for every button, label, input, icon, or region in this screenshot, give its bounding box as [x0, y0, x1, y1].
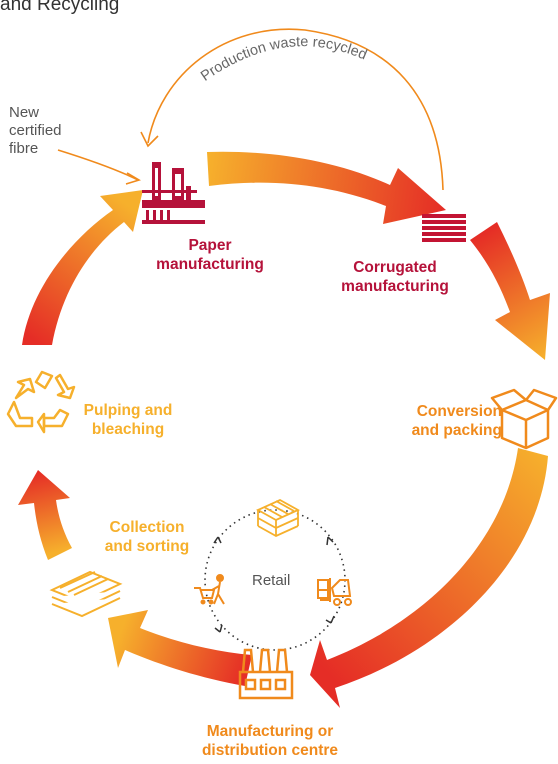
- stage-corrugated-label: Corrugated manufacturing: [320, 258, 470, 296]
- input-arrowhead: [125, 172, 141, 185]
- page-title: and Recycling: [0, 0, 120, 15]
- pallet-stack-icon: [256, 498, 300, 538]
- loop-label: Production waste recycled: [198, 34, 369, 84]
- input-note: New certified fibre: [9, 104, 62, 158]
- stage-label-line: Manufacturing or: [206, 723, 334, 740]
- input-note-line: fibre: [9, 140, 39, 157]
- input-fibre-arrow: [57, 149, 139, 181]
- shopper-icon: [194, 574, 225, 605]
- stage-label-line: Conversion: [416, 403, 502, 420]
- arrow-collection-to-pulping: [18, 470, 72, 560]
- stage-label-line: Collection: [109, 519, 185, 536]
- stage-label-line: Paper: [188, 237, 232, 254]
- stage-label-line: bleaching: [91, 421, 165, 438]
- stage-label-line: Corrugated: [353, 259, 437, 276]
- stage-label-line: Pulping and: [83, 402, 173, 419]
- stage-label-line: distribution centre: [201, 742, 339, 759]
- open-box-icon: [490, 388, 558, 450]
- retail-dotted-arrowheads: [213, 536, 335, 633]
- input-note-line: New: [9, 104, 40, 121]
- stage-label-line: manufacturing: [341, 278, 449, 295]
- stage-label-line: and sorting: [104, 538, 190, 555]
- stage-label-line: manufacturing: [156, 256, 264, 273]
- arrow-distribution-to-collection: [108, 610, 252, 686]
- paper-mill-icon: [142, 162, 205, 224]
- newspaper-stack-icon: [49, 570, 123, 618]
- retail-label: Retail: [252, 572, 291, 589]
- stage-distribution-label: Manufacturing or distribution centre: [175, 722, 365, 760]
- production-waste-loop: [147, 28, 444, 191]
- recycle-icon: [6, 370, 76, 434]
- forklift-icon: [317, 578, 352, 606]
- stage-paper-label: Paper manufacturing: [150, 236, 270, 274]
- stage-pulping-label: Pulping and bleaching: [78, 401, 178, 439]
- arrow-paper-to-corrugated: [207, 151, 446, 224]
- input-note-line: certified: [9, 122, 62, 139]
- arrow-pulping-to-paper: [22, 190, 143, 345]
- loop-arrowhead: [140, 131, 159, 148]
- arrow-conversion-to-distribution: [310, 448, 548, 708]
- corrugated-stack-icon: [422, 214, 466, 242]
- stage-collection-label: Collection and sorting: [92, 518, 202, 556]
- arrow-corrugated-to-conversion: [470, 222, 550, 360]
- stage-label-line: and packing: [411, 422, 502, 439]
- stage-conversion-label: Conversion and packing: [378, 402, 502, 440]
- factory-icon: [238, 648, 294, 700]
